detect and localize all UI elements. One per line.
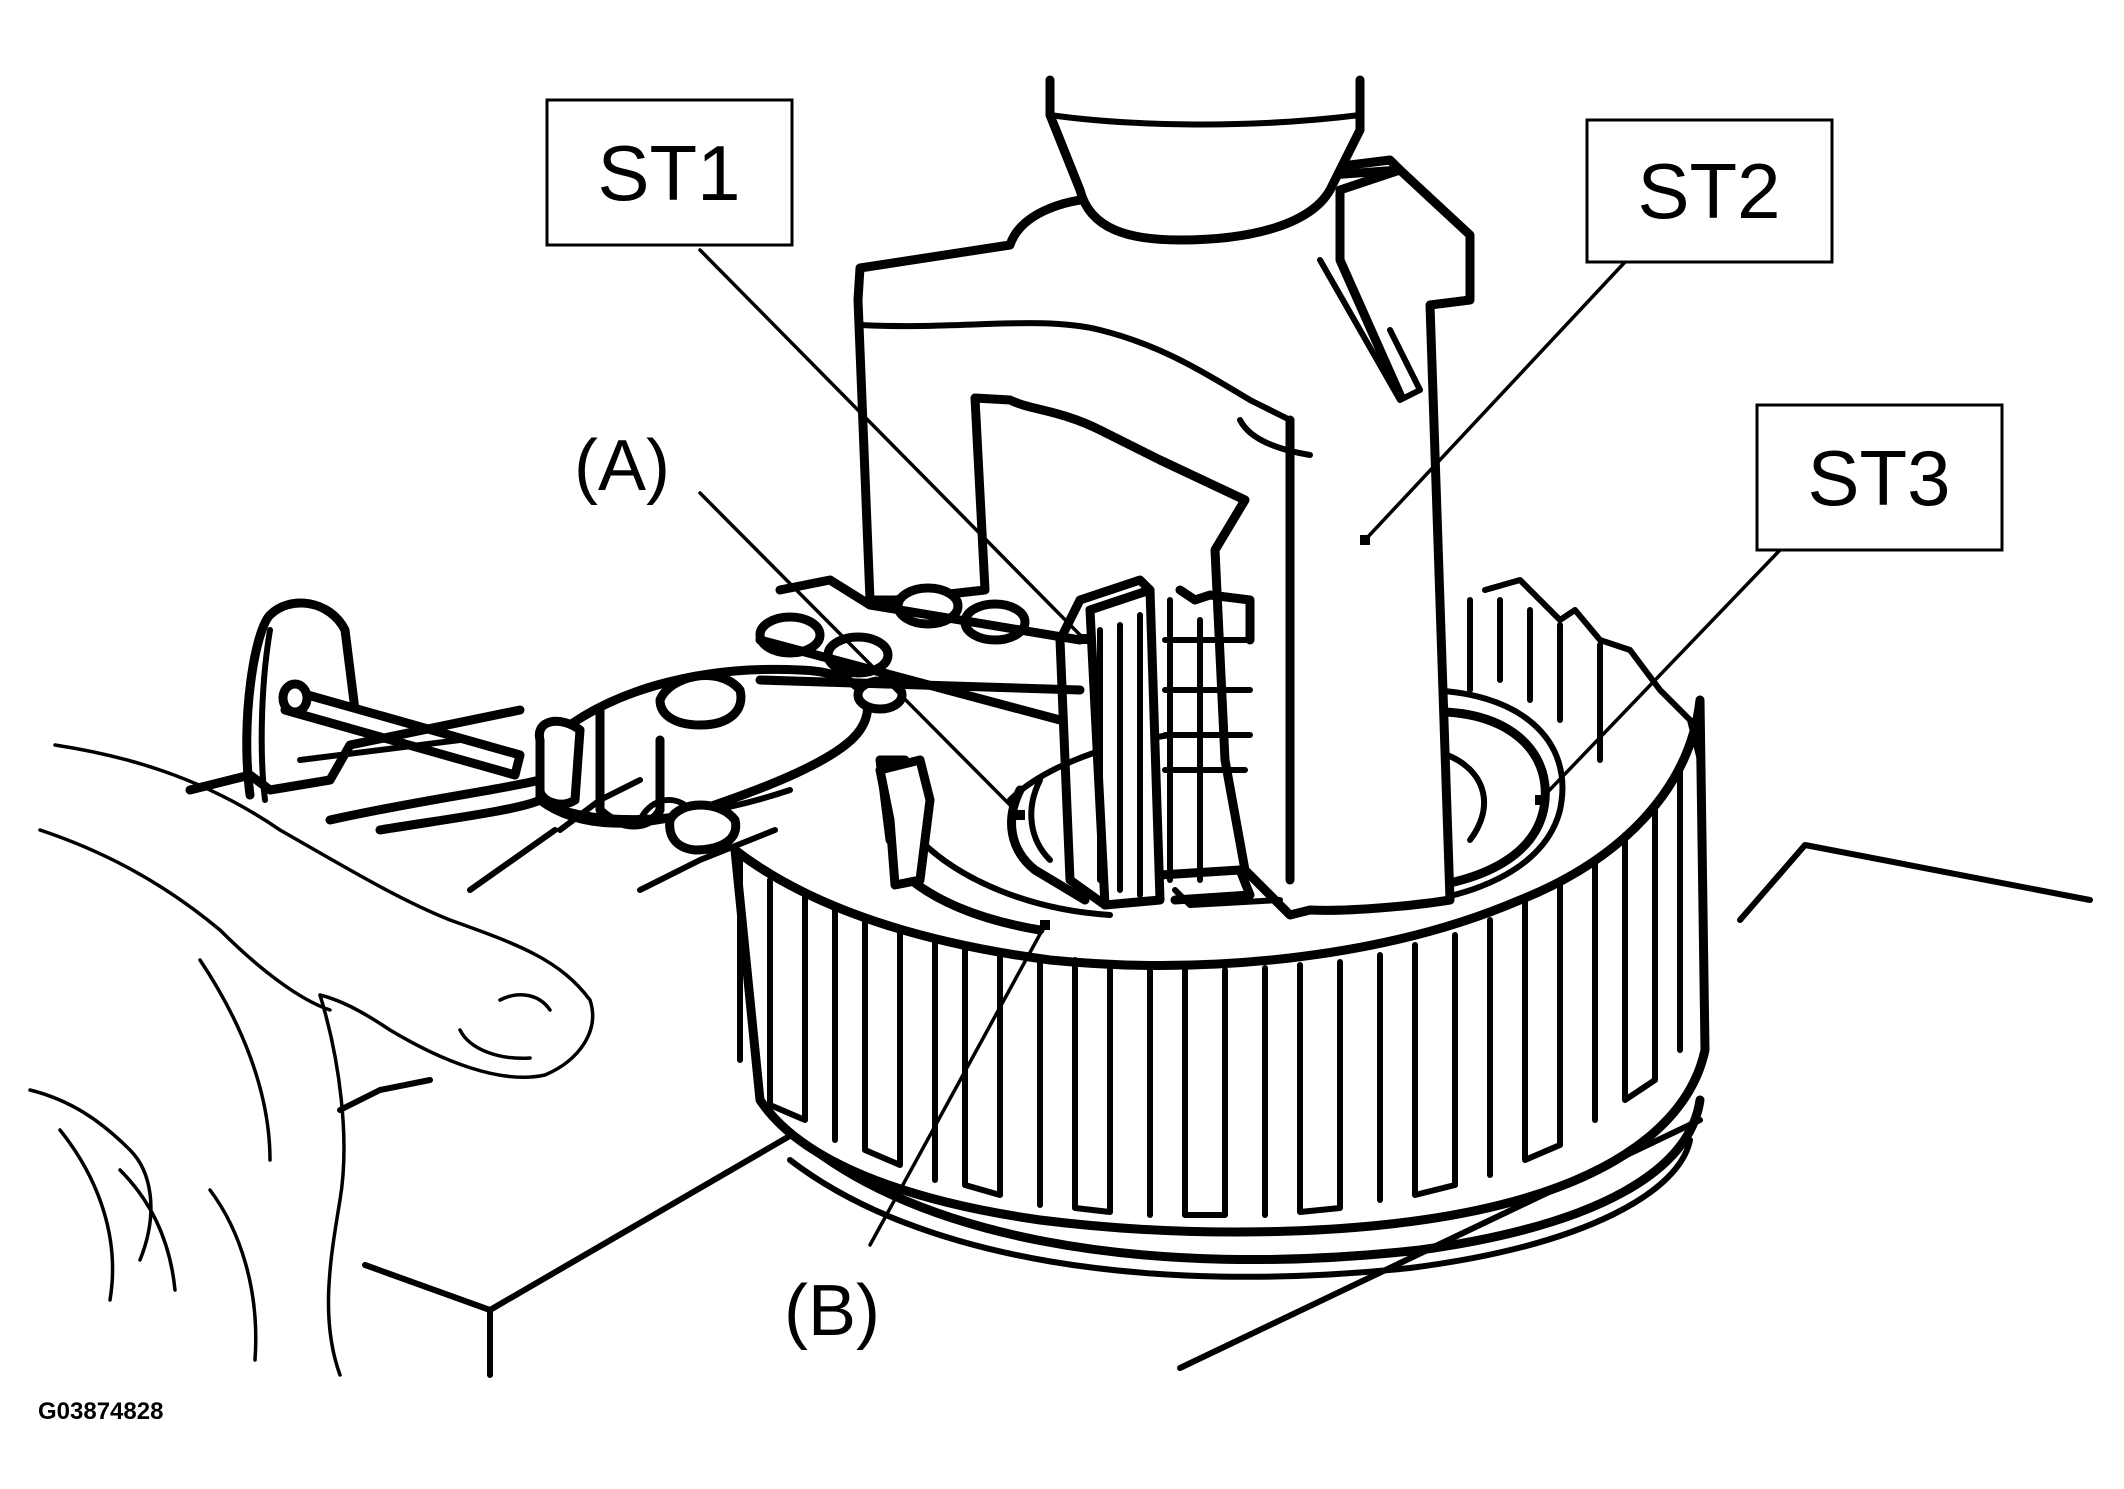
leader-st2-dot [1360, 535, 1370, 545]
callout-st2-label: ST2 [1637, 147, 1780, 235]
callout-st2-box [1585, 118, 1834, 264]
leader-a-dot [1015, 810, 1025, 820]
callout-st3-box [1755, 403, 2004, 552]
drum-base [775, 1095, 1705, 1280]
press-tool-st2 [853, 75, 1475, 920]
leader-st1-dot [1080, 634, 1090, 644]
label-a: (A) [574, 426, 670, 506]
leader-st2 [1363, 260, 1627, 542]
label-b: (B) [784, 1271, 880, 1351]
leader-a [698, 491, 1022, 817]
leader-b-dot [1040, 920, 1050, 930]
pliers-tool [534, 575, 1085, 890]
callout-st3: ST3 [1755, 403, 2004, 552]
callout-st1-label: ST1 [597, 129, 740, 217]
hand [28, 743, 595, 1377]
leader-b [868, 923, 1047, 1247]
snap-ring-area [875, 755, 1283, 935]
figure-code: G03874828 [38, 1398, 163, 1425]
callout-st3-label: ST3 [1807, 434, 1950, 522]
leader-st3-dot [1535, 795, 1545, 805]
callout-st1-box [545, 98, 794, 247]
splined-drum [730, 577, 1710, 1237]
callout-st2: ST2 [1585, 118, 1834, 264]
leader-st1 [698, 248, 1087, 642]
leader-st3 [1538, 548, 1782, 802]
callout-st1: ST1 [545, 98, 794, 247]
tool-st1 [1055, 575, 1255, 910]
leader-lines [698, 248, 1782, 1247]
depth-gauge [185, 598, 778, 1113]
